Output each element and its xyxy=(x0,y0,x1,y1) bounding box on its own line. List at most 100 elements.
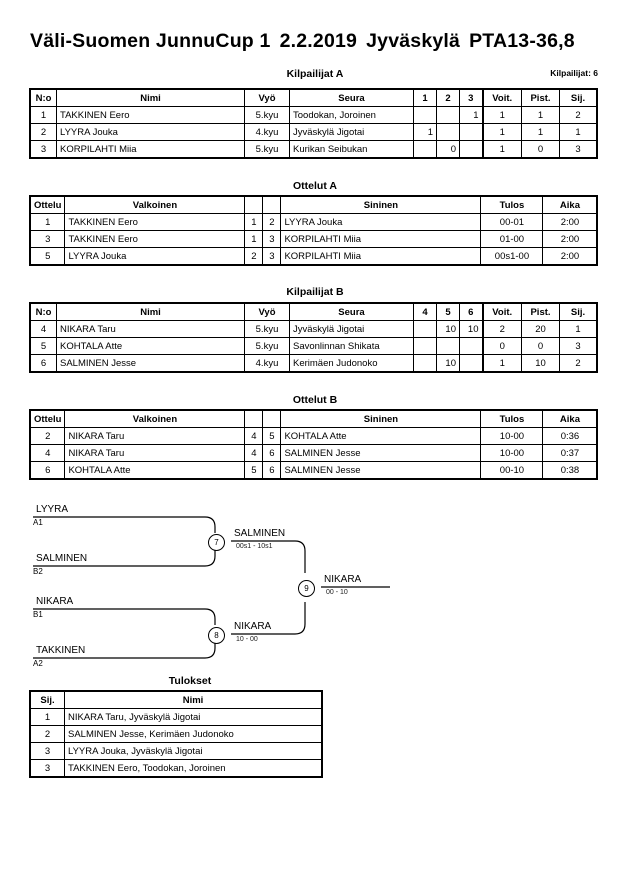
cell-rank: 1 xyxy=(559,320,597,338)
cell-points: 0 xyxy=(521,140,560,158)
cell-match-no: 4 xyxy=(29,444,66,462)
cell-wins: 1 xyxy=(481,106,522,124)
col-blue-no xyxy=(262,410,282,428)
cell-points: 1 xyxy=(521,106,560,124)
cell-time: 0:38 xyxy=(542,461,598,479)
matches-b-heading: Ottelut B xyxy=(292,394,338,406)
bracket-winner-name: NIKARA xyxy=(324,574,362,585)
table-row: 1 NIKARA Taru, Jyväskylä Jigotai xyxy=(30,708,322,726)
cell-points: 1 xyxy=(521,123,560,141)
bracket-match-score: 00 - 10 xyxy=(326,589,348,596)
table-row: 2 LYYRA Jouka 4.kyu Jyväskylä Jigotai 1 … xyxy=(30,123,597,141)
cell-blue-no: 3 xyxy=(262,247,282,265)
cell-score xyxy=(459,140,483,158)
matches-b-table-frame: Ottelu Valkoinen Sininen Tulos Aika 2 NI… xyxy=(28,409,599,480)
table-row: 4 NIKARA Taru 4 6 SALMINEN Jesse 10-00 0… xyxy=(29,444,598,462)
title-date: 2.2.2019 xyxy=(279,30,358,52)
col-score-6: 6 xyxy=(459,303,483,321)
table-row: 3 LYYRA Jouka, Jyväskylä Jigotai xyxy=(30,742,322,760)
col-match-no: Ottelu xyxy=(29,410,66,428)
pool-b-table: N:o Nimi Vyö Seura 4 5 6 Voit. Pist. Sij… xyxy=(30,303,597,372)
bracket-match-number: 9 xyxy=(298,580,315,597)
col-result: Tulos xyxy=(480,410,544,428)
results-table-frame: Sij. Nimi 1 NIKARA Taru, Jyväskylä Jigot… xyxy=(29,690,323,778)
cell-score xyxy=(413,140,437,158)
cell-white: NIKARA Taru xyxy=(64,427,246,445)
col-belt: Vyö xyxy=(244,303,290,321)
table-row: 4 NIKARA Taru 5.kyu Jyväskylä Jigotai 10… xyxy=(30,320,597,338)
title-city: Jyväskylä xyxy=(366,30,461,52)
cell-name: KOHTALA Atte xyxy=(56,337,245,355)
col-result: Tulos xyxy=(480,196,544,214)
col-score-3: 3 xyxy=(459,89,483,107)
cell-score: 10 xyxy=(459,320,483,338)
cell-match-no: 5 xyxy=(29,247,66,265)
col-score-5: 5 xyxy=(436,303,460,321)
cell-white-no: 2 xyxy=(244,247,264,265)
col-blue: Sininen xyxy=(280,196,482,214)
table-header-row: Sij. Nimi xyxy=(30,691,322,709)
cell-result: 10-00 xyxy=(480,427,544,445)
cell-white: NIKARA Taru xyxy=(64,444,246,462)
cell-no: 5 xyxy=(30,337,57,355)
cell-time: 2:00 xyxy=(542,213,598,231)
cell-blue-no: 3 xyxy=(262,230,282,248)
cell-name: SALMINEN Jesse, Kerimäen Judonoko xyxy=(64,725,322,743)
cell-wins: 1 xyxy=(481,354,522,372)
cell-white-no: 4 xyxy=(244,444,264,462)
cell-club: Kerimäen Judonoko xyxy=(289,354,414,372)
cell-blue: KOHTALA Atte xyxy=(280,427,482,445)
matches-a-table-frame: Ottelu Valkoinen Sininen Tulos Aika 1 TA… xyxy=(28,195,599,266)
cell-name: NIKARA Taru xyxy=(56,320,245,338)
cell-rank: 2 xyxy=(559,354,597,372)
table-row: 5 LYYRA Jouka 2 3 KORPILAHTI Miia 00s1-0… xyxy=(29,247,598,265)
bracket-entrant-name: LYYRA xyxy=(36,504,69,515)
cell-name: NIKARA Taru, Jyväskylä Jigotai xyxy=(64,708,322,726)
page-title: Väli-Suomen JunnuCup 1 2.2.2019 Jyväskylä P… xyxy=(30,30,575,53)
cell-name: KORPILAHTI Miia xyxy=(56,140,245,158)
col-white: Valkoinen xyxy=(64,196,246,214)
cell-no: 3 xyxy=(30,140,57,158)
cell-belt: 5.kyu xyxy=(244,106,290,124)
cell-score: 0 xyxy=(436,140,460,158)
matches-b-table: Ottelu Valkoinen Sininen Tulos Aika 2 NI… xyxy=(29,410,598,479)
cell-club: Jyväskylä Jigotai xyxy=(289,123,414,141)
col-wins: Voit. xyxy=(481,89,522,107)
table-row: 6 KOHTALA Atte 5 6 SALMINEN Jesse 00-10 … xyxy=(29,461,598,479)
title-event: Väli-Suomen JunnuCup 1 xyxy=(30,30,271,52)
knockout-bracket: LYYRA A1 SALMINEN B2 NIKARA B1 TAKKINEN … xyxy=(0,495,630,675)
cell-score xyxy=(436,123,460,141)
results-table: Sij. Nimi 1 NIKARA Taru, Jyväskylä Jigot… xyxy=(30,691,322,777)
title-category: PTA13-36,8 xyxy=(469,30,575,52)
col-points: Pist. xyxy=(521,303,560,321)
cell-match-no: 2 xyxy=(29,427,66,445)
cell-match-no: 3 xyxy=(29,230,66,248)
bracket-match-number: 8 xyxy=(208,627,225,644)
table-header-row: N:o Nimi Vyö Seura 1 2 3 Voit. Pist. Sij… xyxy=(30,89,597,107)
table-row: 3 TAKKINEN Eero, Toodokan, Joroinen xyxy=(30,759,322,777)
matches-a-heading: Ottelut A xyxy=(293,180,337,192)
col-blue-no xyxy=(262,196,282,214)
col-time: Aika xyxy=(542,410,598,428)
cell-match-no: 6 xyxy=(29,461,66,479)
table-row: 5 KOHTALA Atte 5.kyu Savonlinnan Shikata… xyxy=(30,337,597,355)
col-points: Pist. xyxy=(521,89,560,107)
bracket-entrant-name: NIKARA xyxy=(36,596,74,607)
table-row: 2 SALMINEN Jesse, Kerimäen Judonoko xyxy=(30,725,322,743)
results-heading: Tulokset xyxy=(168,675,212,687)
table-row: 1 TAKKINEN Eero 1 2 LYYRA Jouka 00-01 2:… xyxy=(29,213,598,231)
col-white: Valkoinen xyxy=(64,410,246,428)
cell-belt: 5.kyu xyxy=(244,320,290,338)
table-row: 1 TAKKINEN Eero 5.kyu Toodokan, Joroinen… xyxy=(30,106,597,124)
cell-white-no: 5 xyxy=(244,461,264,479)
cell-score xyxy=(436,337,460,355)
cell-white: TAKKINEN Eero xyxy=(64,213,246,231)
cell-score: 10 xyxy=(436,320,460,338)
pool-a-heading: Kilpailijat A xyxy=(286,68,344,80)
col-name: Nimi xyxy=(56,303,245,321)
pool-b-heading: Kilpailijat B xyxy=(286,286,344,298)
cell-rank: 3 xyxy=(30,742,65,760)
table-header-row: Ottelu Valkoinen Sininen Tulos Aika xyxy=(29,410,598,428)
cell-rank: 2 xyxy=(559,106,597,124)
